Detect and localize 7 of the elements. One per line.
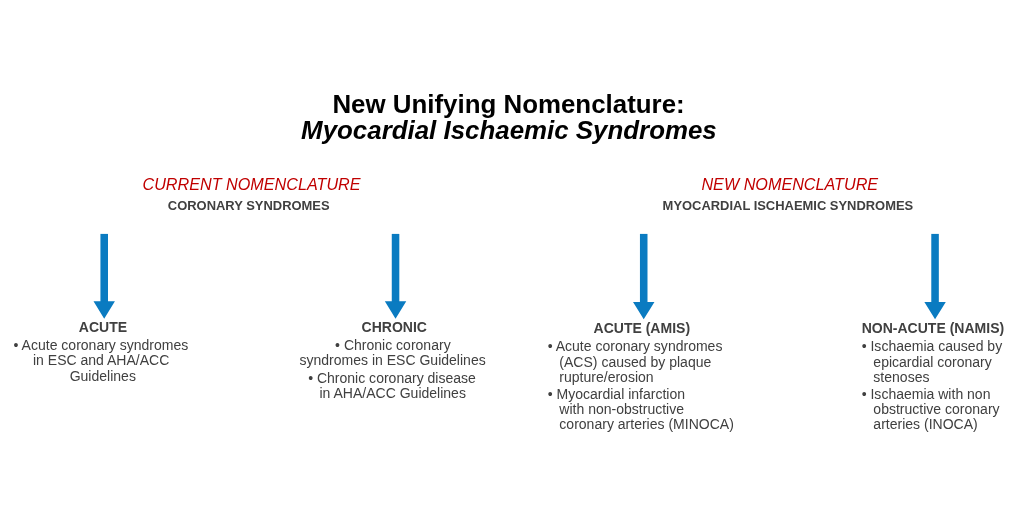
node-text: NON-ACUTE (NAMIS) • Ischaemia caused by epicardial coronary stenoses • Ischaemia with non obstructive coronary arteries (INOCA) [861, 319, 1005, 432]
node-text: CHRONIC • Chronic coronary syndromes in ESC Guidelines • Chronic coronary disease in AHA/ACC Guidelines [299, 318, 486, 401]
node-text: ACUTE • Acute coronary syndromes in ESC and AHA/ACC Guidelines [13, 318, 189, 384]
node-text: CURRENT NOMENCLATURE CORONARY SYNDROMES [142, 174, 361, 213]
node-text: ACUTE (AMIS) • Acute coronary syndromes (ACS) caused by plaque rupture/erosion • Myocardial infarction with non-obstructive coronary arteries (MINOCA) [547, 319, 734, 432]
node-text: NEW NOMENCLATURE MYOCARDIAL ISCHAEMIC SYNDROMES [662, 174, 914, 213]
diagram-title: New Unifying Nomenclature: Myocardial Ischaemic Syndromes [301, 89, 717, 144]
